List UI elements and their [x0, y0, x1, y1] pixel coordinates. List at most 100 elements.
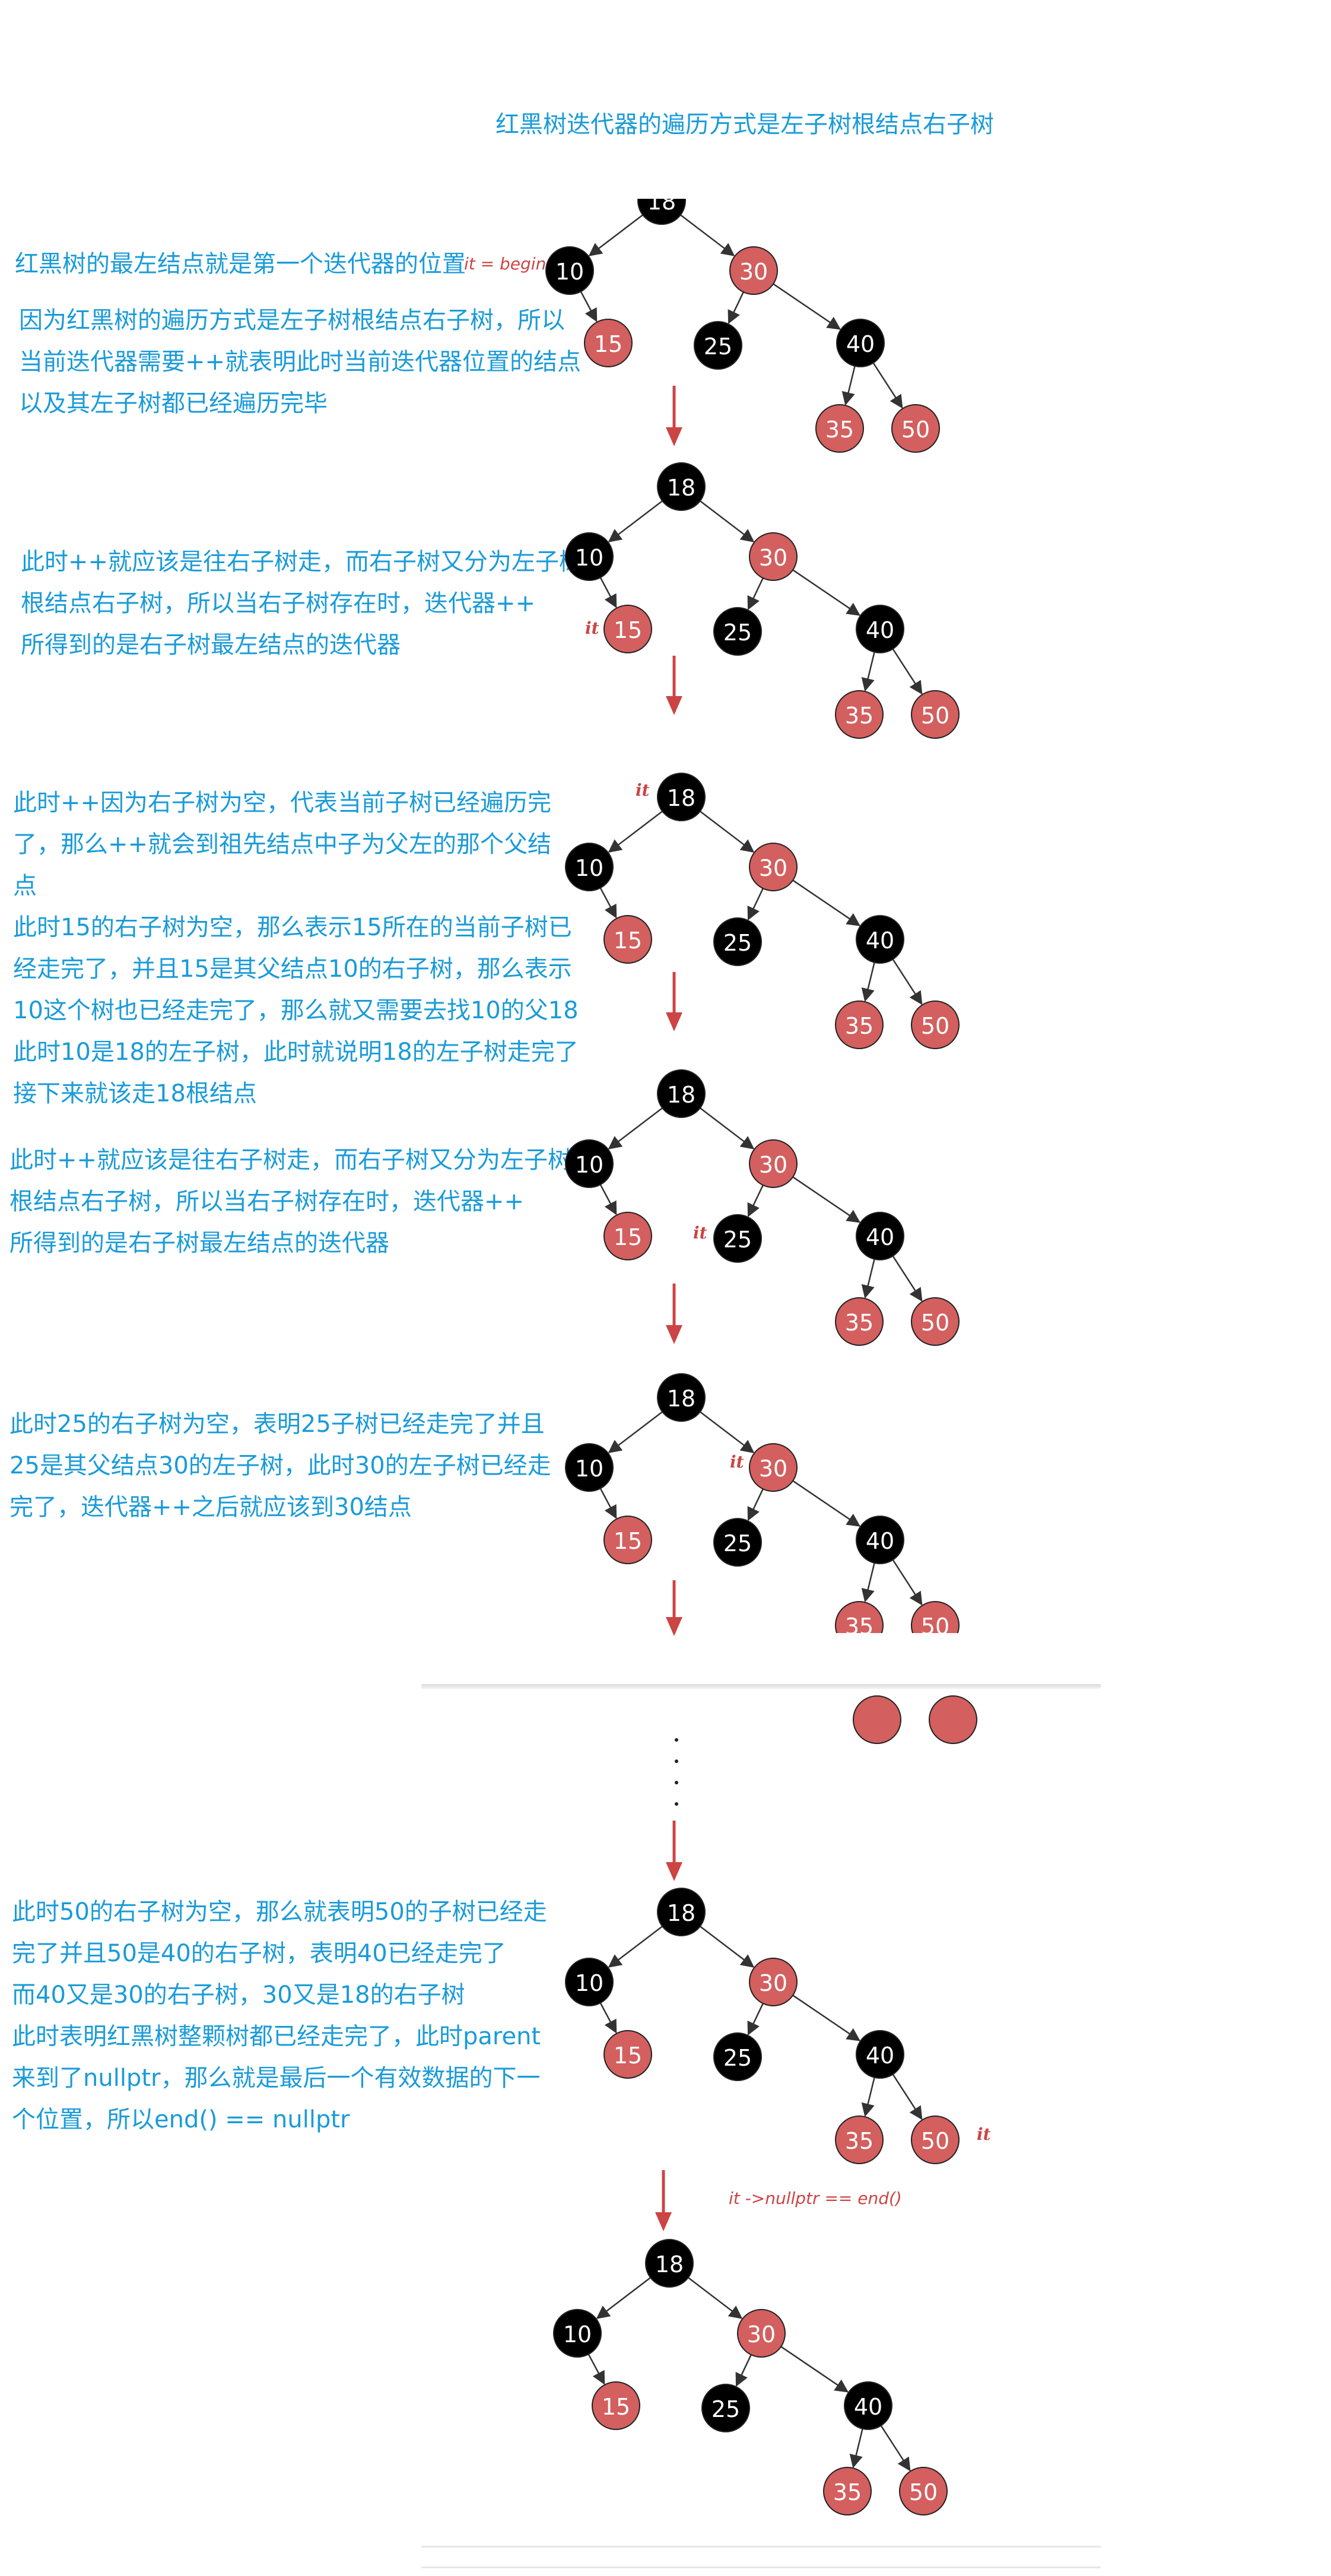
tree-node-18: 18: [645, 2239, 694, 2288]
tree-node-40: 40: [856, 2030, 904, 2079]
tree-edge: [791, 1994, 861, 2041]
step-1-line-3: 当前迭代器需要++就表明此时当前迭代器位置的结点: [19, 348, 582, 376]
tree-edge: [891, 1254, 923, 1302]
step-2-line-3: 所得到的是右子树最左结点的迭代器: [21, 631, 401, 659]
tree-edge: [747, 2002, 764, 2036]
step-6-line-3: 而40又是30的右子树，30又是18的右子树: [12, 1981, 465, 2009]
tree-edge: [608, 1925, 664, 1968]
tree-node-50: 50: [891, 404, 940, 453]
tree-edge: [599, 1183, 617, 1215]
bottom-divider-2: [421, 2567, 1101, 2568]
tree-node-30: 30: [729, 246, 778, 295]
tree-edge: [679, 214, 735, 256]
tree-edge: [747, 1183, 764, 1218]
step-5-line-2: 25是其父结点30的左子树，此时30的左子树已经走: [9, 1452, 551, 1479]
step-2-line-2: 根结点右子树，所以当右子树存在时，迭代器++: [21, 590, 536, 617]
tree-node-10: 10: [545, 246, 594, 295]
tree-node-18: 18: [657, 1888, 706, 1936]
tree-node-50: 50: [911, 1601, 960, 1640]
tree-edge: [698, 1925, 755, 1968]
svg-text:35: 35: [845, 1013, 873, 1039]
svg-text:40: 40: [866, 617, 894, 643]
svg-text:15: 15: [614, 1528, 642, 1554]
step-1-line-1: 红黑树的最左结点就是第一个迭代器的位置: [15, 250, 466, 278]
end-annotation: it ->nullptr == end(): [729, 2189, 902, 2208]
svg-text:18: 18: [667, 1900, 695, 1926]
step-6-line-5: 来到了nullptr，那么就是最后一个有效数据的下一: [12, 2064, 541, 2092]
tree-node-10: 10: [565, 532, 614, 581]
tree-edge: [698, 500, 755, 542]
step-arrow: [666, 972, 682, 1031]
tree-node-30: 30: [749, 1139, 798, 1188]
svg-text:35: 35: [833, 2479, 862, 2505]
svg-text:30: 30: [759, 1456, 787, 1482]
iterator-marker: it: [693, 1223, 707, 1243]
svg-text:30: 30: [759, 1152, 787, 1178]
svg-text:50: 50: [921, 1013, 949, 1039]
tree-node-35: 35: [835, 2116, 884, 2164]
svg-text:18: 18: [667, 475, 695, 501]
svg-text:25: 25: [723, 2045, 752, 2071]
tree-edge: [599, 1486, 617, 1519]
tree-node-30: 30: [749, 1958, 798, 2006]
step-4-line-2: 根结点右子树，所以当右子树存在时，迭代器++: [9, 1188, 525, 1215]
iterator-marker: it: [585, 618, 599, 638]
tree-edge: [861, 2076, 876, 2117]
svg-text:25: 25: [723, 620, 752, 646]
tree-node-partial: [929, 1695, 977, 1744]
tree-node-10: 10: [565, 1958, 614, 2006]
step-3-line-6: 10这个树也已经走完了，那么就又需要去找10的父18: [13, 997, 579, 1024]
svg-text:50: 50: [921, 1310, 949, 1336]
tree-node-40: 40: [844, 2381, 892, 2430]
tree-node-35: 35: [835, 1000, 884, 1049]
tree-node-25: 25: [713, 1214, 762, 1263]
tree-node-25: 25: [694, 321, 742, 370]
svg-text:30: 30: [759, 855, 787, 881]
step-arrow: [666, 1821, 682, 1881]
tree-edge: [779, 2345, 849, 2393]
step-3-line-1: 此时++因为右子树为空，代表当前子树已经遍历完: [13, 789, 552, 817]
tree-edge: [608, 1411, 664, 1453]
tree-edge: [587, 2352, 605, 2385]
tree-node-30: 30: [737, 2309, 786, 2358]
svg-text:25: 25: [704, 333, 732, 360]
tree-edge: [891, 1558, 923, 1606]
tree-edge: [891, 2073, 923, 2120]
svg-text:40: 40: [866, 2043, 894, 2069]
svg-text:30: 30: [759, 545, 787, 571]
tree-node-15: 15: [592, 2381, 640, 2430]
tree-edge: [728, 290, 745, 325]
tree-node-50: 50: [911, 1297, 960, 1346]
tree-node-18: 18: [657, 773, 706, 821]
tree-edge: [861, 650, 876, 692]
tree-edge: [791, 1479, 861, 1527]
tree-node-15: 15: [603, 605, 652, 653]
tree-node-15: 15: [603, 915, 652, 964]
tree-node-40: 40: [856, 1516, 904, 1564]
step-4-line-3: 所得到的是右子树最左结点的迭代器: [9, 1230, 389, 1257]
svg-text:40: 40: [866, 928, 894, 954]
tree-node-25: 25: [713, 2032, 762, 2081]
svg-text:35: 35: [845, 1310, 873, 1336]
svg-text:50: 50: [901, 417, 930, 443]
step-6-line-2: 完了并且50是40的右子树，表明40已经走完了: [12, 1940, 506, 1967]
step-3-line-8: 接下来就该走18根结点: [13, 1080, 257, 1107]
tree-edge: [599, 886, 617, 919]
tree-edge: [861, 961, 876, 1002]
step-2-line-1: 此时++就应该是往右子树走，而右子树又分为左子树: [21, 548, 583, 576]
step-arrow: [666, 1580, 682, 1636]
tree-edge: [596, 2276, 652, 2319]
tree-edge: [791, 1176, 861, 1223]
svg-text:40: 40: [866, 1528, 894, 1554]
tree-edge: [841, 364, 856, 406]
svg-text:30: 30: [739, 259, 768, 285]
tree-edge: [747, 576, 764, 611]
svg-text:10: 10: [575, 1456, 603, 1482]
svg-text:50: 50: [921, 1613, 949, 1640]
tree-node-18: 18: [657, 1373, 706, 1422]
tree-edge: [791, 879, 861, 926]
tree-node-35: 35: [835, 1297, 884, 1346]
